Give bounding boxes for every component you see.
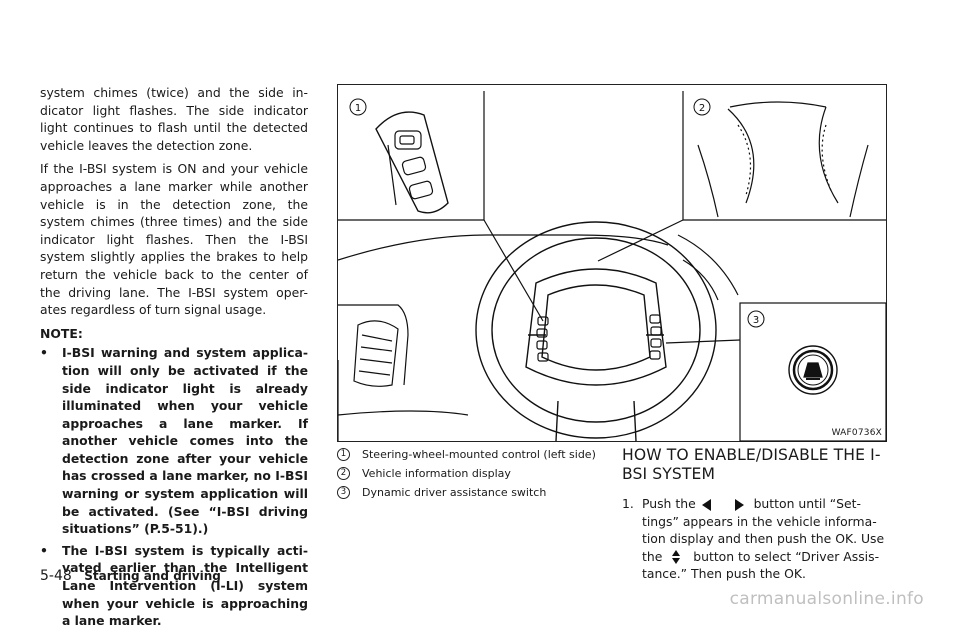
bullet-marker: • <box>40 542 48 558</box>
callout-number: 1 <box>355 103 361 114</box>
instruction-step: 1. Push the button until “Set-tings” app… <box>622 495 890 583</box>
legend-item: 2 Vehicle information display <box>337 467 605 480</box>
step-text: button until “Set-tings” appears in the … <box>642 496 885 564</box>
figure-legend: 1 Steering-wheel-mounted control (left s… <box>337 448 605 505</box>
driver-assistance-switch-icon <box>788 345 838 395</box>
legend-text: Vehicle information display <box>362 467 511 480</box>
legend-item: 3 Dynamic driver assistance switch <box>337 486 605 499</box>
section-column: HOW TO ENABLE/DISABLE THE I-BSI SYSTEM 1… <box>622 446 890 583</box>
left-arrow-icon <box>701 498 711 511</box>
page-number: 5-48 <box>40 568 72 584</box>
up-down-arrow-icon <box>671 550 681 565</box>
footer-section-name: Starting and driving <box>84 569 221 583</box>
steering-switch-panel <box>375 111 449 214</box>
right-arrow-icon <box>734 498 744 511</box>
body-column: system chimes (twice) and the side in-di… <box>40 84 308 634</box>
inset-frame-right <box>682 91 886 221</box>
legend-number: 2 <box>337 467 350 480</box>
figure-id: WAF0736X <box>831 428 882 438</box>
leader-line-3 <box>665 339 741 344</box>
bullet-marker: • <box>40 345 48 361</box>
page-footer: 5-48 Starting and driving <box>40 568 221 584</box>
paragraph: If the I-BSI system is ON and your vehic… <box>40 161 308 318</box>
legend-text: Steering-wheel-mounted control (left sid… <box>362 448 596 461</box>
section-title: HOW TO ENABLE/DISABLE THE I-BSI SYSTEM <box>622 446 881 483</box>
paragraph: system chimes (twice) and the side in-di… <box>40 85 308 153</box>
air-vent-icon <box>353 320 399 387</box>
dashboard-illustration: 1 2 3 <box>338 91 887 442</box>
note-bullet: • The I-BSI system is typically acti-vat… <box>40 542 308 630</box>
steering-switch-right <box>649 314 662 360</box>
legend-text: Dynamic driver assistance switch <box>362 486 547 499</box>
legend-number: 3 <box>337 486 350 499</box>
note-text: I-BSI warning and system applica-tion wi… <box>62 345 308 537</box>
legend-number: 1 <box>337 448 350 461</box>
leader-line-1 <box>483 219 544 322</box>
steering-switch-left <box>536 316 549 362</box>
dashboard-outline <box>338 234 739 441</box>
instrument-cluster <box>697 101 869 218</box>
step-number: 1. <box>622 496 634 511</box>
note-bullet: • I-BSI warning and system applica-tion … <box>40 344 308 538</box>
callout-1: 1 <box>349 98 367 116</box>
step-text: Push the <box>642 496 696 511</box>
inset-frame-switch <box>739 302 887 442</box>
callout-number: 3 <box>753 315 759 326</box>
legend-item: 1 Steering-wheel-mounted control (left s… <box>337 448 605 461</box>
steering-wheel <box>475 221 717 442</box>
callout-number: 2 <box>699 103 705 114</box>
leader-line-2 <box>597 219 684 262</box>
watermark: carmanualsonline.info <box>729 589 924 609</box>
callout-3: 3 <box>747 310 765 328</box>
note-text: The I-BSI system is typically acti-vated… <box>62 542 308 629</box>
figure-illustration: 1 2 3 WAF0736X <box>337 84 887 442</box>
note-title: NOTE: <box>40 325 83 341</box>
callout-2: 2 <box>693 98 711 116</box>
step-text: button to select “Driver Assis-tance.” T… <box>642 548 880 582</box>
